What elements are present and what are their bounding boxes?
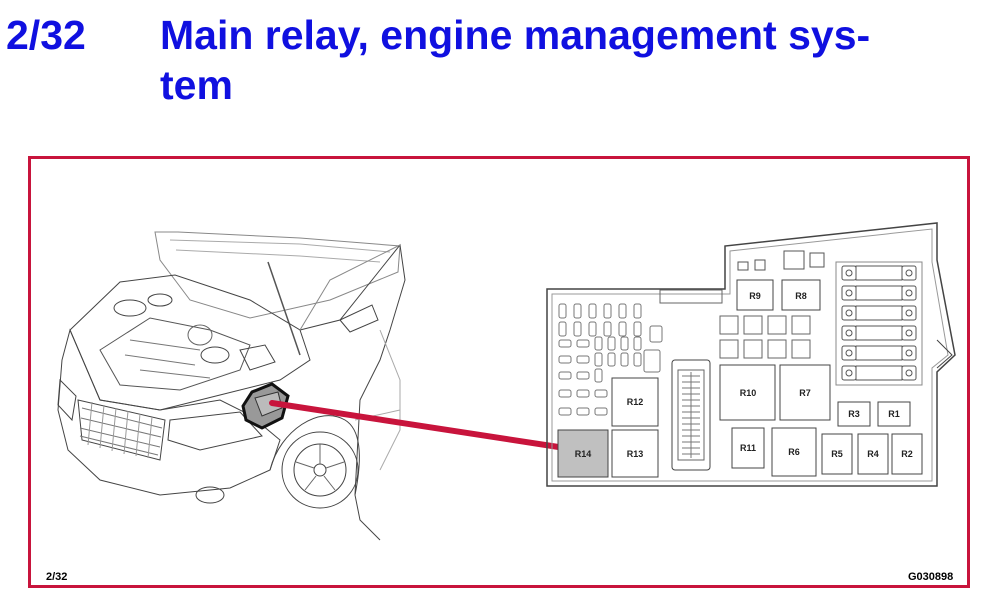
relay-r3-box	[837, 401, 871, 427]
relay-r11-label: R11	[740, 443, 756, 453]
figure-reference: 2/32	[46, 571, 68, 583]
relay-r4-box	[857, 433, 889, 475]
figure-code: G030898	[908, 571, 954, 583]
relay-r3-label: R3	[848, 409, 860, 419]
relay-r7-label: R7	[799, 388, 811, 398]
relay-r9-label: R9	[749, 291, 761, 301]
relay-r4-label: R4	[867, 449, 879, 459]
relay-r7-box	[779, 364, 831, 421]
page-title-line-2: tem	[160, 62, 233, 108]
relay-r12-label: R12	[627, 397, 644, 407]
relay-r9-box	[736, 279, 774, 311]
relay-r14-box	[557, 429, 609, 478]
relay-r5-box	[821, 433, 853, 475]
relay-r13-box	[611, 429, 659, 478]
relay-r8-label: R8	[795, 291, 807, 301]
relay-r6-box	[771, 427, 817, 477]
relay-r2-box	[891, 433, 923, 475]
relay-r5-label: R5	[831, 449, 843, 459]
relay-r2-label: R2	[901, 449, 913, 459]
section-number: 2/32	[6, 12, 86, 58]
leader-line	[269, 400, 568, 451]
relay-r8-box	[781, 279, 821, 311]
relay-r11-box	[731, 427, 765, 469]
relay-r12-box	[611, 377, 659, 427]
page-title-line-1: Main relay, engine management sys-	[160, 12, 871, 58]
relay-labels: R9 R8 R12 R14 R13 R10 R7 R3 R1 R11 R6 R5…	[575, 291, 913, 459]
relay-r10-box	[719, 364, 776, 421]
car-illustration	[57, 231, 406, 541]
relay-box	[546, 222, 956, 487]
relay-r10-label: R10	[740, 388, 757, 398]
relay-r1-label: R1	[888, 409, 900, 419]
page-title: Main relay, engine management sys- tem	[160, 10, 960, 110]
relay-r6-label: R6	[788, 447, 800, 457]
relay-r14-label: R14	[575, 449, 592, 459]
figure-frame	[28, 156, 970, 588]
relay-r1-box	[877, 401, 911, 427]
relay-r13-label: R13	[627, 449, 644, 459]
